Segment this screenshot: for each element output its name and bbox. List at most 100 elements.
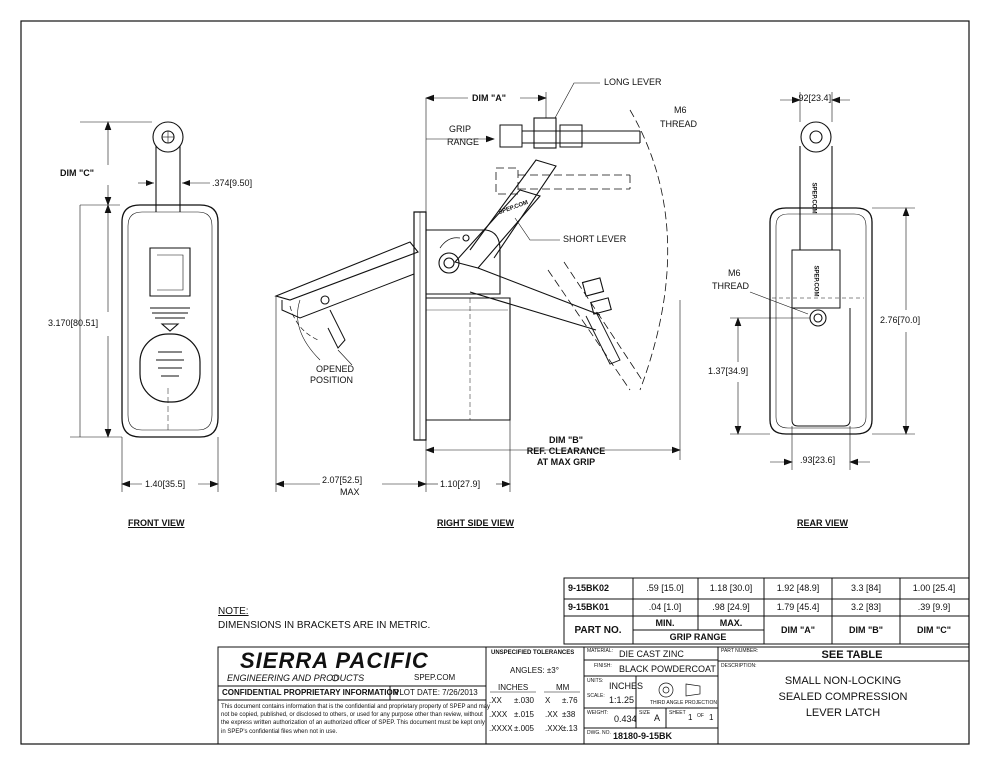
front-width-in: 1.40 [145, 479, 163, 489]
rear-m6-line1: M6 [728, 268, 741, 278]
confidential-text: This document contains information that … [221, 704, 491, 735]
company-name: SIERRA PACIFIC [240, 648, 429, 673]
note-heading: NOTE: [218, 606, 249, 617]
tolerances-inches-label: INCHES [498, 683, 529, 692]
side-view-title: RIGHT SIDE VIEW [437, 518, 515, 528]
description-line3: LEVER LATCH [805, 707, 881, 719]
table-row2-max: .98 [24.9] [712, 602, 750, 612]
tolerances-title: UNSPECIFIED TOLERANCES [491, 650, 575, 656]
side-m6-line2: THREAD [660, 119, 698, 129]
table-header-grip-range: GRIP RANGE [669, 632, 727, 642]
rear-lever-engraving-top: SPEP.COM [810, 182, 817, 214]
front-lever-width-in: .374 [212, 178, 230, 188]
side-depth-in: 1.10 [440, 479, 458, 489]
side-dim-b-line2: REF. CLEARANCE [526, 446, 606, 456]
rear-top-width-dim: .92[23.4] [796, 93, 832, 103]
side-dim-b-line1: DIM "B" [548, 435, 584, 445]
dwg-number: 18180-9-15BK [613, 731, 673, 741]
size-label: SIZE [639, 710, 651, 716]
rear-bottom-width-in: .93 [800, 455, 813, 465]
finish-label: FINISH: [594, 663, 612, 669]
front-width-mm: 35.5 [165, 479, 183, 489]
tolerances-angles: ANGLES: ±3° [510, 666, 559, 675]
title-block-grid [217, 646, 970, 745]
rear-m6-line2: THREAD [712, 281, 750, 291]
table-header-dim-b: DIM "B" [848, 625, 884, 635]
table-row1-max: 1.18 [30.0] [709, 583, 753, 593]
rear-hole-height-in: 1.37 [708, 366, 726, 376]
weight-label: WEIGHT: [587, 710, 608, 716]
table-row2-dim-c: .39 [9.9] [917, 602, 951, 612]
tol-row3-in-fmt: .XXXX [489, 724, 513, 733]
finish-value: BLACK POWDERCOAT [619, 664, 716, 674]
tol-row1-mm-tol: ±.76 [562, 696, 578, 705]
rear-view-drawing [730, 92, 915, 470]
rear-hole-height-mm: 34.9 [728, 366, 746, 376]
front-view-title: FRONT VIEW [128, 518, 185, 528]
side-long-lever-label: LONG LEVER [604, 77, 662, 87]
table-row2-dim-a: 1.79 [45.4] [776, 602, 820, 612]
table-header-min: MIN. [655, 618, 675, 628]
side-opened-dim-note: MAX [340, 487, 360, 497]
side-depth-mm: 27.9 [460, 479, 478, 489]
rear-height-in: 2.76 [880, 315, 898, 325]
note-text: DIMENSIONS IN BRACKETS ARE IN METRIC. [218, 620, 431, 631]
side-grip-line1: GRIP [449, 124, 472, 134]
rear-height-dim: 2.76[70.0] [880, 315, 921, 325]
side-opened-line1: OPENED [316, 364, 355, 374]
tol-row1-in-tol: ±.030 [514, 696, 534, 705]
dwg-label: DWG. NO. [587, 730, 611, 736]
tol-row1-in-fmt: .XX [489, 696, 502, 705]
side-grip-line2: RANGE [447, 137, 480, 147]
tol-row2-in-fmt: .XXX [489, 710, 508, 719]
scale-value: 1:1.25 [609, 695, 635, 705]
front-width-dim: 1.40[35.5] [145, 479, 186, 489]
weight-value: 0.434 [614, 714, 637, 724]
table-row1-dim-c: 1.00 [25.4] [912, 583, 956, 593]
side-opened-dim: 2.07[52.5] [322, 475, 363, 485]
sheet-total: 1 [709, 713, 714, 722]
side-depth-dim: 1.10[27.9] [440, 479, 481, 489]
of-label: OF [697, 713, 704, 719]
table-row2-dim-b: 3.2 [83] [850, 602, 882, 612]
table-header-max: MAX. [719, 618, 743, 628]
projection-label: THIRD ANGLE PROJECTION [650, 700, 717, 706]
units-value: INCHES [609, 681, 644, 691]
sheet-border [20, 20, 970, 745]
tol-row3-mm-fmt: .XXX [545, 724, 564, 733]
table-row1-part: 9-15BK02 [568, 583, 610, 593]
table-row1-dim-a: 1.92 [48.9] [776, 583, 820, 593]
rear-lever-engraving-bottom: SPEP.COM [812, 265, 819, 297]
rear-view-title: REAR VIEW [797, 518, 849, 528]
table-row2-part: 9-15BK01 [568, 602, 610, 612]
tol-row3-in-tol: ±.005 [514, 724, 534, 733]
description-label: DESCRIPTION: [721, 663, 757, 669]
side-view-drawing [274, 82, 681, 492]
plot-date: PLOT DATE: 7/26/2013 [394, 688, 478, 697]
table-header-dim-c: DIM "C" [916, 625, 952, 635]
front-dim-c-label: DIM "C" [60, 168, 95, 178]
scale-label: SCALE: [587, 693, 605, 699]
side-short-lever-label: SHORT LEVER [563, 234, 627, 244]
side-opened-dim-mm: 52.5 [342, 475, 360, 485]
table-header-part-no: PART NO. [574, 625, 622, 636]
units-label: UNITS: [587, 678, 604, 684]
tol-row2-mm-fmt: .XX [545, 710, 558, 719]
side-opened-dim-in: 2.07 [322, 475, 340, 485]
size-value: A [654, 713, 661, 723]
rear-bottom-width-dim: .93[23.6] [800, 455, 836, 465]
table-header-dim-a: DIM "A" [780, 625, 816, 635]
front-height-dim: 3.170[80.51] [48, 318, 99, 328]
tol-row2-mm-tol: ±38 [562, 710, 576, 719]
description-line2: SEALED COMPRESSION [778, 691, 908, 703]
rear-top-width-mm: 23.4 [811, 93, 829, 103]
material-label: MATERIAL: [587, 648, 614, 654]
company-website: SPEP.COM [414, 673, 456, 682]
front-height-mm: 80.51 [73, 318, 96, 328]
tol-row3-mm-tol: ±.13 [562, 724, 578, 733]
front-view-drawing [70, 121, 219, 492]
sheet-label: SHEET [669, 710, 686, 716]
part-number-label: PART NUMBER: [721, 648, 759, 654]
side-m6-line1: M6 [674, 105, 687, 115]
tol-row2-in-tol: ±.015 [514, 710, 534, 719]
